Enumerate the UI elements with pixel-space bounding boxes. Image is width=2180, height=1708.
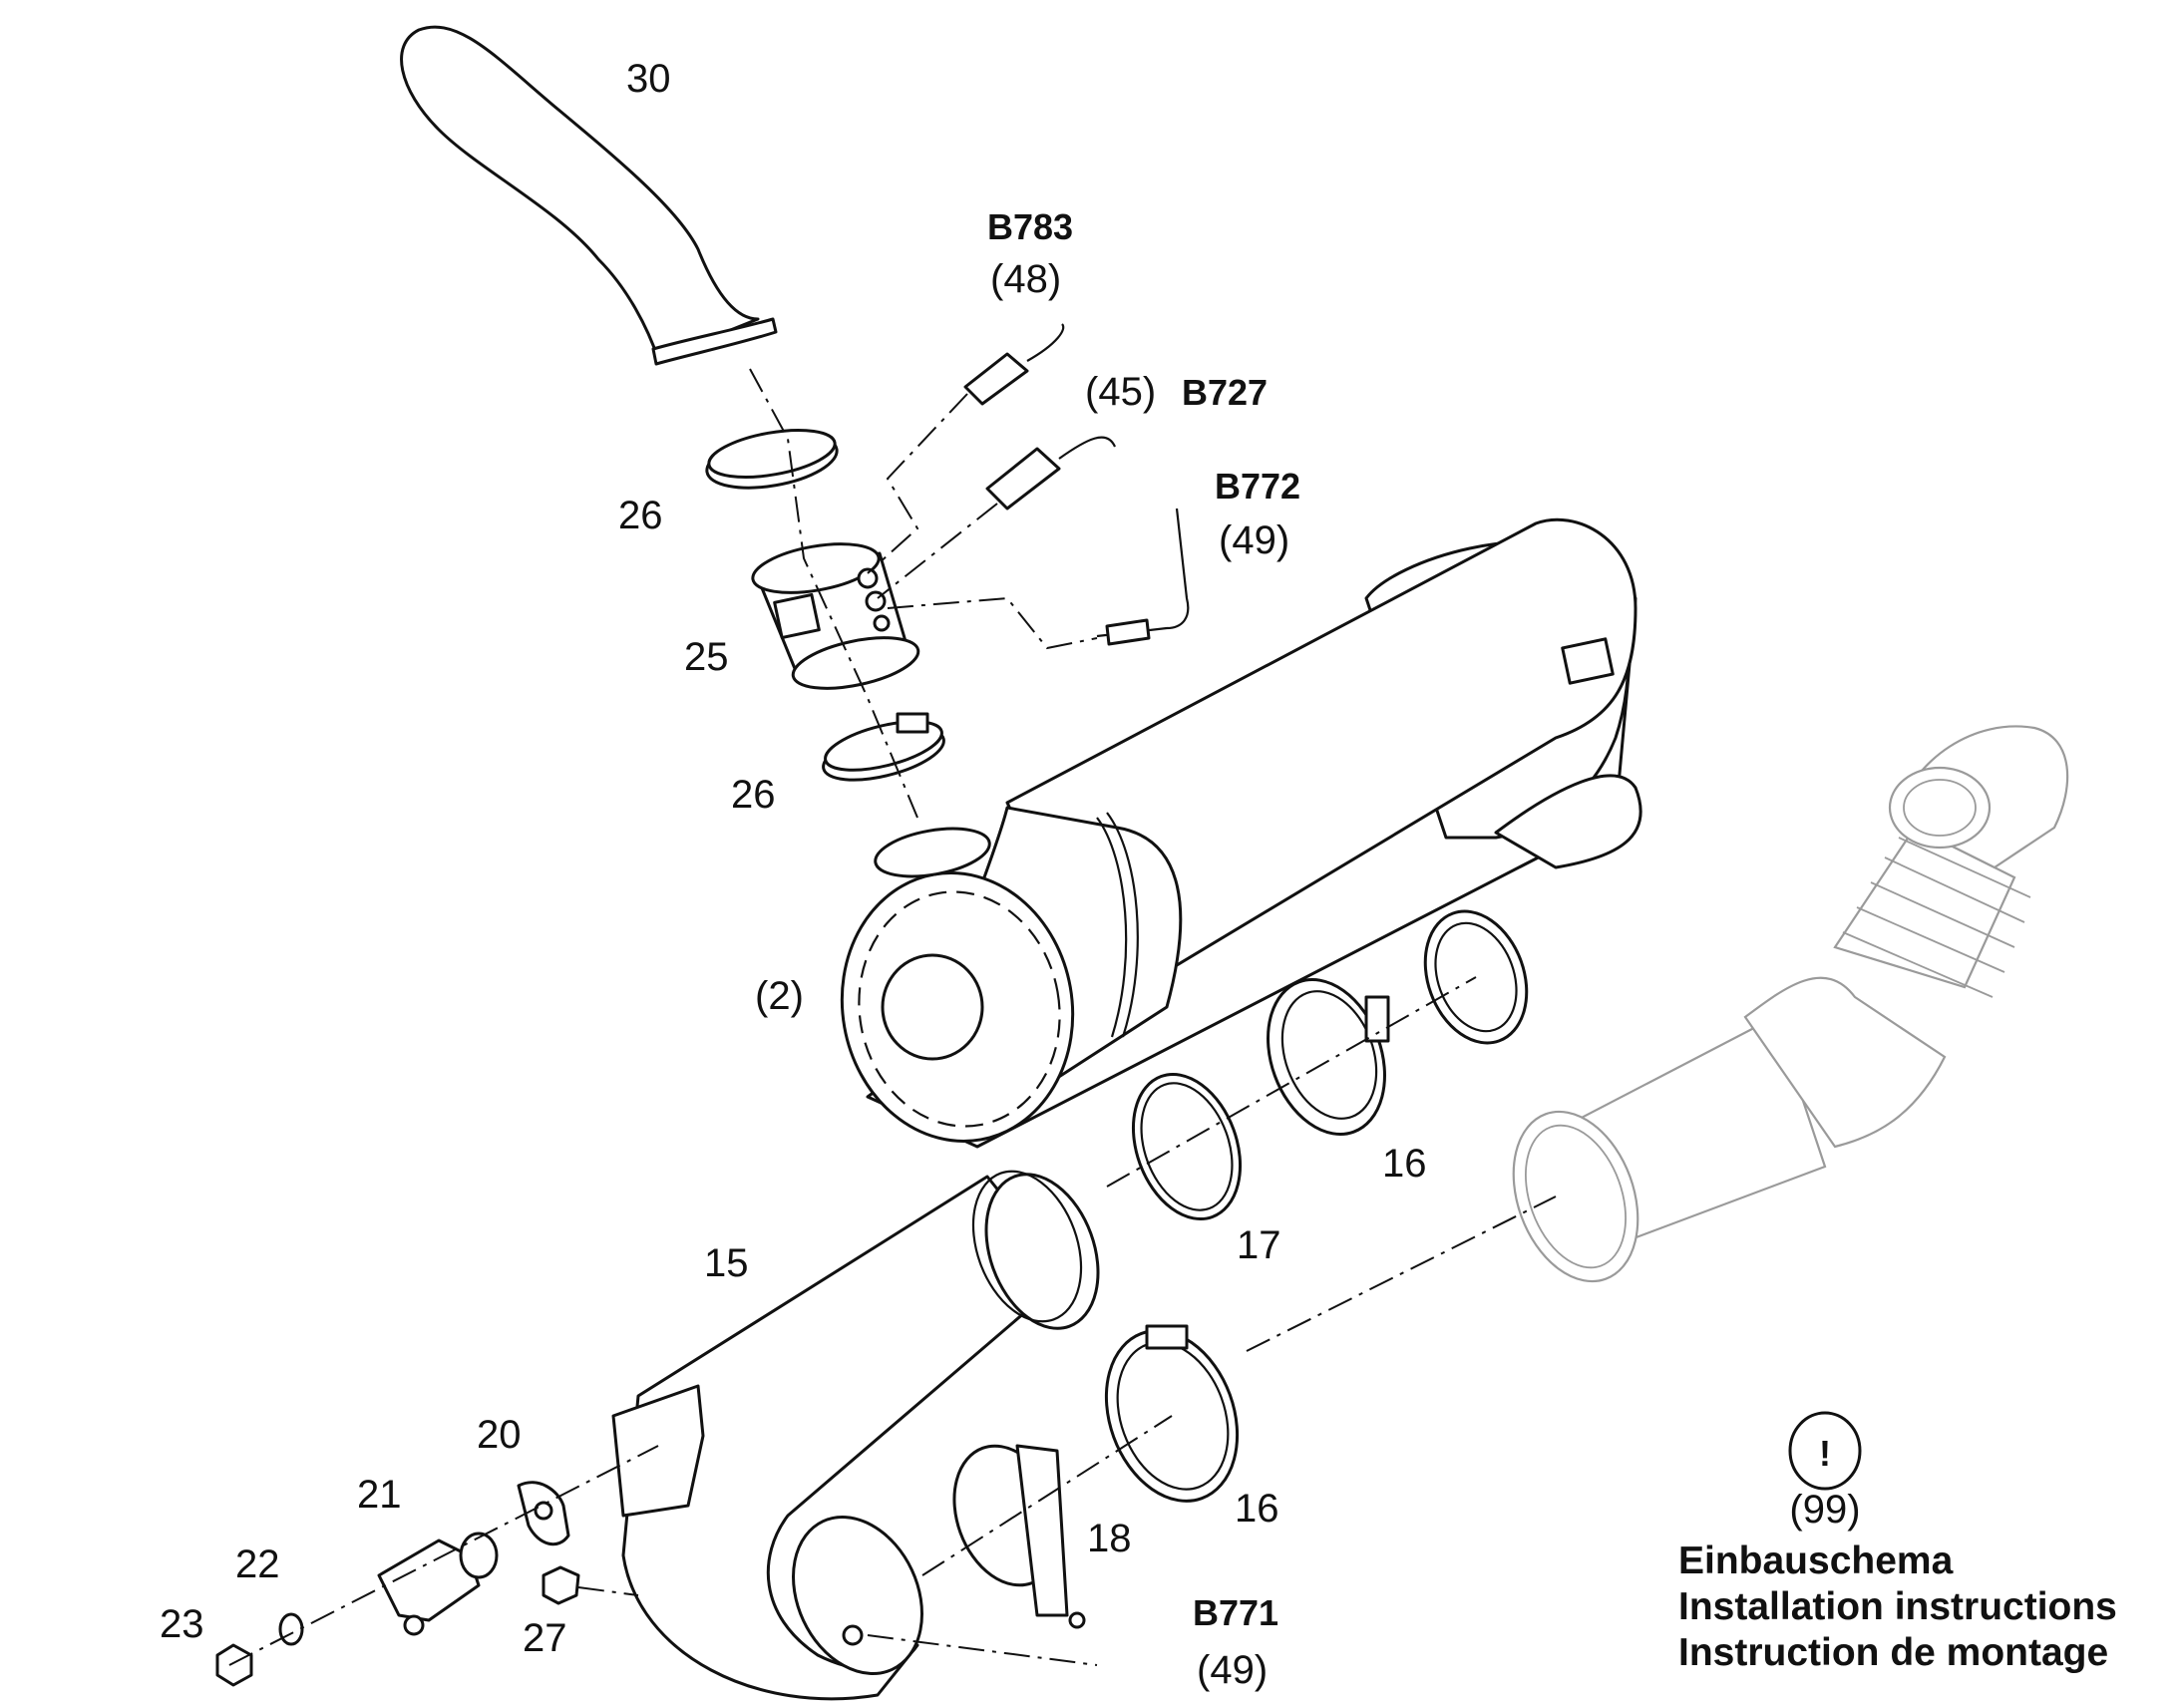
sensor-b783 (963, 323, 1065, 406)
label-20: 20 (477, 1413, 522, 1457)
label-b771: B771 (1193, 1592, 1278, 1633)
label-30: 30 (626, 57, 671, 101)
label-22: 22 (235, 1542, 280, 1586)
label-2: (2) (755, 974, 804, 1018)
part-26-clamp-upper (705, 429, 839, 490)
label-21: 21 (357, 1473, 402, 1517)
label-b783: B783 (987, 206, 1073, 247)
warning-icon (1788, 1411, 1862, 1491)
assembly-axes (228, 368, 1557, 1666)
label-18: 18 (1087, 1517, 1132, 1560)
label-b772: B772 (1215, 466, 1300, 507)
label-16-lower: 16 (1235, 1487, 1279, 1531)
note-line-en: Installation instructions (1678, 1585, 2117, 1628)
label-16-upper: 16 (1382, 1142, 1427, 1186)
label-23: 23 (160, 1602, 204, 1646)
part-16-clamp-upper (1267, 978, 1390, 1136)
label-45: (45) (1085, 370, 1156, 414)
label-15: 15 (704, 1241, 749, 1285)
label-27: 27 (523, 1616, 567, 1660)
label-25: 25 (684, 635, 729, 679)
part-labels: 30 B783 (48) (45) B727 B772 (49) 26 25 2… (160, 57, 1427, 1692)
note-line-fr: Instruction de montage (1678, 1631, 2108, 1674)
part-23-nut (215, 1643, 253, 1687)
part-20-gasket (517, 1481, 570, 1546)
label-49-lower: (49) (1197, 1648, 1268, 1692)
part-18-bracket (952, 1444, 1086, 1629)
warning-symbol: ! (1819, 1433, 1831, 1474)
part-22-washer (278, 1612, 304, 1646)
part-27-nut (542, 1565, 580, 1605)
label-49-upper: (49) (1219, 518, 1289, 562)
label-48: (48) (990, 257, 1061, 301)
note-ref: (99) (1789, 1488, 1860, 1532)
part-17-seal-ring (1131, 1072, 1243, 1221)
part-2-muffler (840, 517, 1642, 1149)
part-26-clamp-lower (822, 712, 945, 782)
part-21-valve (377, 1532, 499, 1636)
sensor-b772 (1096, 508, 1190, 646)
label-b727: B727 (1182, 372, 1268, 413)
part-30-upper-pipe (400, 25, 778, 366)
label-26-lower: 26 (731, 773, 776, 817)
installation-note: ! (99) Einbauschema Installation instruc… (1678, 1411, 2117, 1674)
label-26-upper: 26 (618, 494, 663, 537)
note-line-de: Einbauschema (1678, 1539, 1954, 1582)
part-25-sensor-housing (751, 542, 920, 690)
part-15-inlet-pipe (611, 1170, 1100, 1701)
outlet-pipe-ghost (1512, 725, 2069, 1283)
sensor-b727 (985, 436, 1117, 511)
label-17: 17 (1237, 1223, 1281, 1267)
